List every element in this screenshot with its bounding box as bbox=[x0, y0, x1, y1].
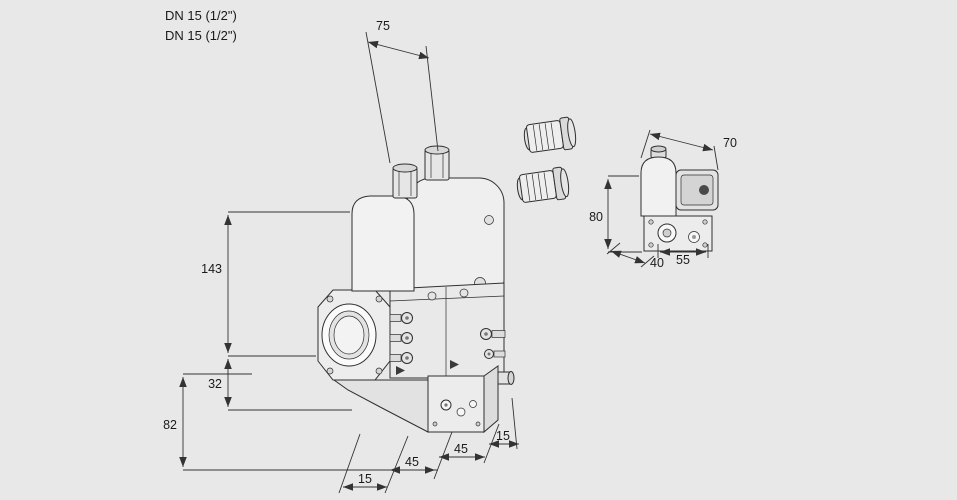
side-solenoid-valve bbox=[640, 145, 719, 252]
coil-connector-dot bbox=[699, 185, 709, 195]
labels: DN 15 (1/2") DN 15 (1/2") 75 143 32 82 1… bbox=[163, 8, 737, 486]
side-valve-base bbox=[643, 215, 713, 252]
dim-45a-label: 45 bbox=[405, 455, 419, 469]
body-bolts bbox=[389, 288, 506, 364]
dim-40-label: 40 bbox=[650, 256, 664, 270]
front-actuator-cap bbox=[392, 163, 418, 199]
dim-45b-label: 45 bbox=[454, 442, 468, 456]
dim-15a-label: 15 bbox=[358, 472, 372, 486]
dim-15b-label: 15 bbox=[496, 429, 510, 443]
front-actuator-cylinder bbox=[351, 195, 415, 292]
dim-143-label: 143 bbox=[201, 262, 222, 276]
solenoid-coil-box bbox=[675, 169, 719, 211]
dim-75-label: 75 bbox=[376, 19, 390, 33]
flow-arrow-icon bbox=[396, 366, 405, 375]
flow-arrow-icon bbox=[450, 360, 459, 369]
side-valve-cylinder bbox=[640, 156, 677, 217]
fitting-upper bbox=[523, 116, 577, 153]
rear-body-bolt bbox=[484, 215, 494, 225]
dn-label-1: DN 15 (1/2") bbox=[165, 8, 237, 23]
dim-80-label: 80 bbox=[589, 210, 603, 224]
inlet-flange bbox=[317, 289, 391, 381]
dim-32-label: 32 bbox=[208, 377, 222, 391]
dn-label-2: DN 15 (1/2") bbox=[165, 28, 237, 43]
body-underside bbox=[332, 379, 429, 433]
main-valve-assembly bbox=[317, 145, 515, 434]
dim-70-label: 70 bbox=[723, 136, 737, 150]
dim-55-label: 55 bbox=[676, 253, 690, 267]
dimension-lines bbox=[179, 31, 719, 494]
dim-82-label: 82 bbox=[163, 418, 177, 432]
rear-actuator-cap bbox=[424, 145, 450, 181]
fitting-lower bbox=[516, 166, 570, 203]
bottom-pressure-block bbox=[427, 365, 499, 434]
side-nipple bbox=[497, 371, 515, 385]
pipe-bore-inner bbox=[333, 315, 365, 355]
